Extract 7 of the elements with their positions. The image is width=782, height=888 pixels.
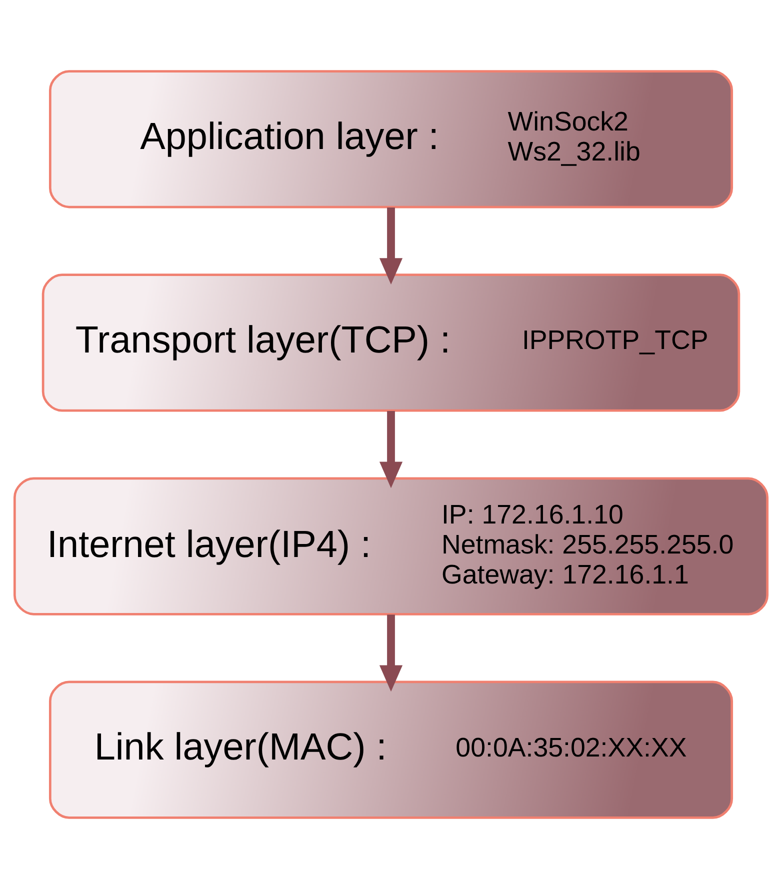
node-box: Link layer(MAC) : 00:0A:35:02:XX:XX [48,680,734,818]
node-box: Transport layer(TCP) : IPPROTP_TCP [42,273,740,412]
arrow [379,614,403,692]
arrow [379,206,403,284]
node-box: Application layer : WinSock2 Ws2_32.lib [48,70,734,208]
node-box: Internet layer(IP4) : IP: 172.16.1.10 Netmask: 255.255.255.0 Gateway: 172.16.1.1 [13,476,769,615]
arrow [379,410,403,488]
